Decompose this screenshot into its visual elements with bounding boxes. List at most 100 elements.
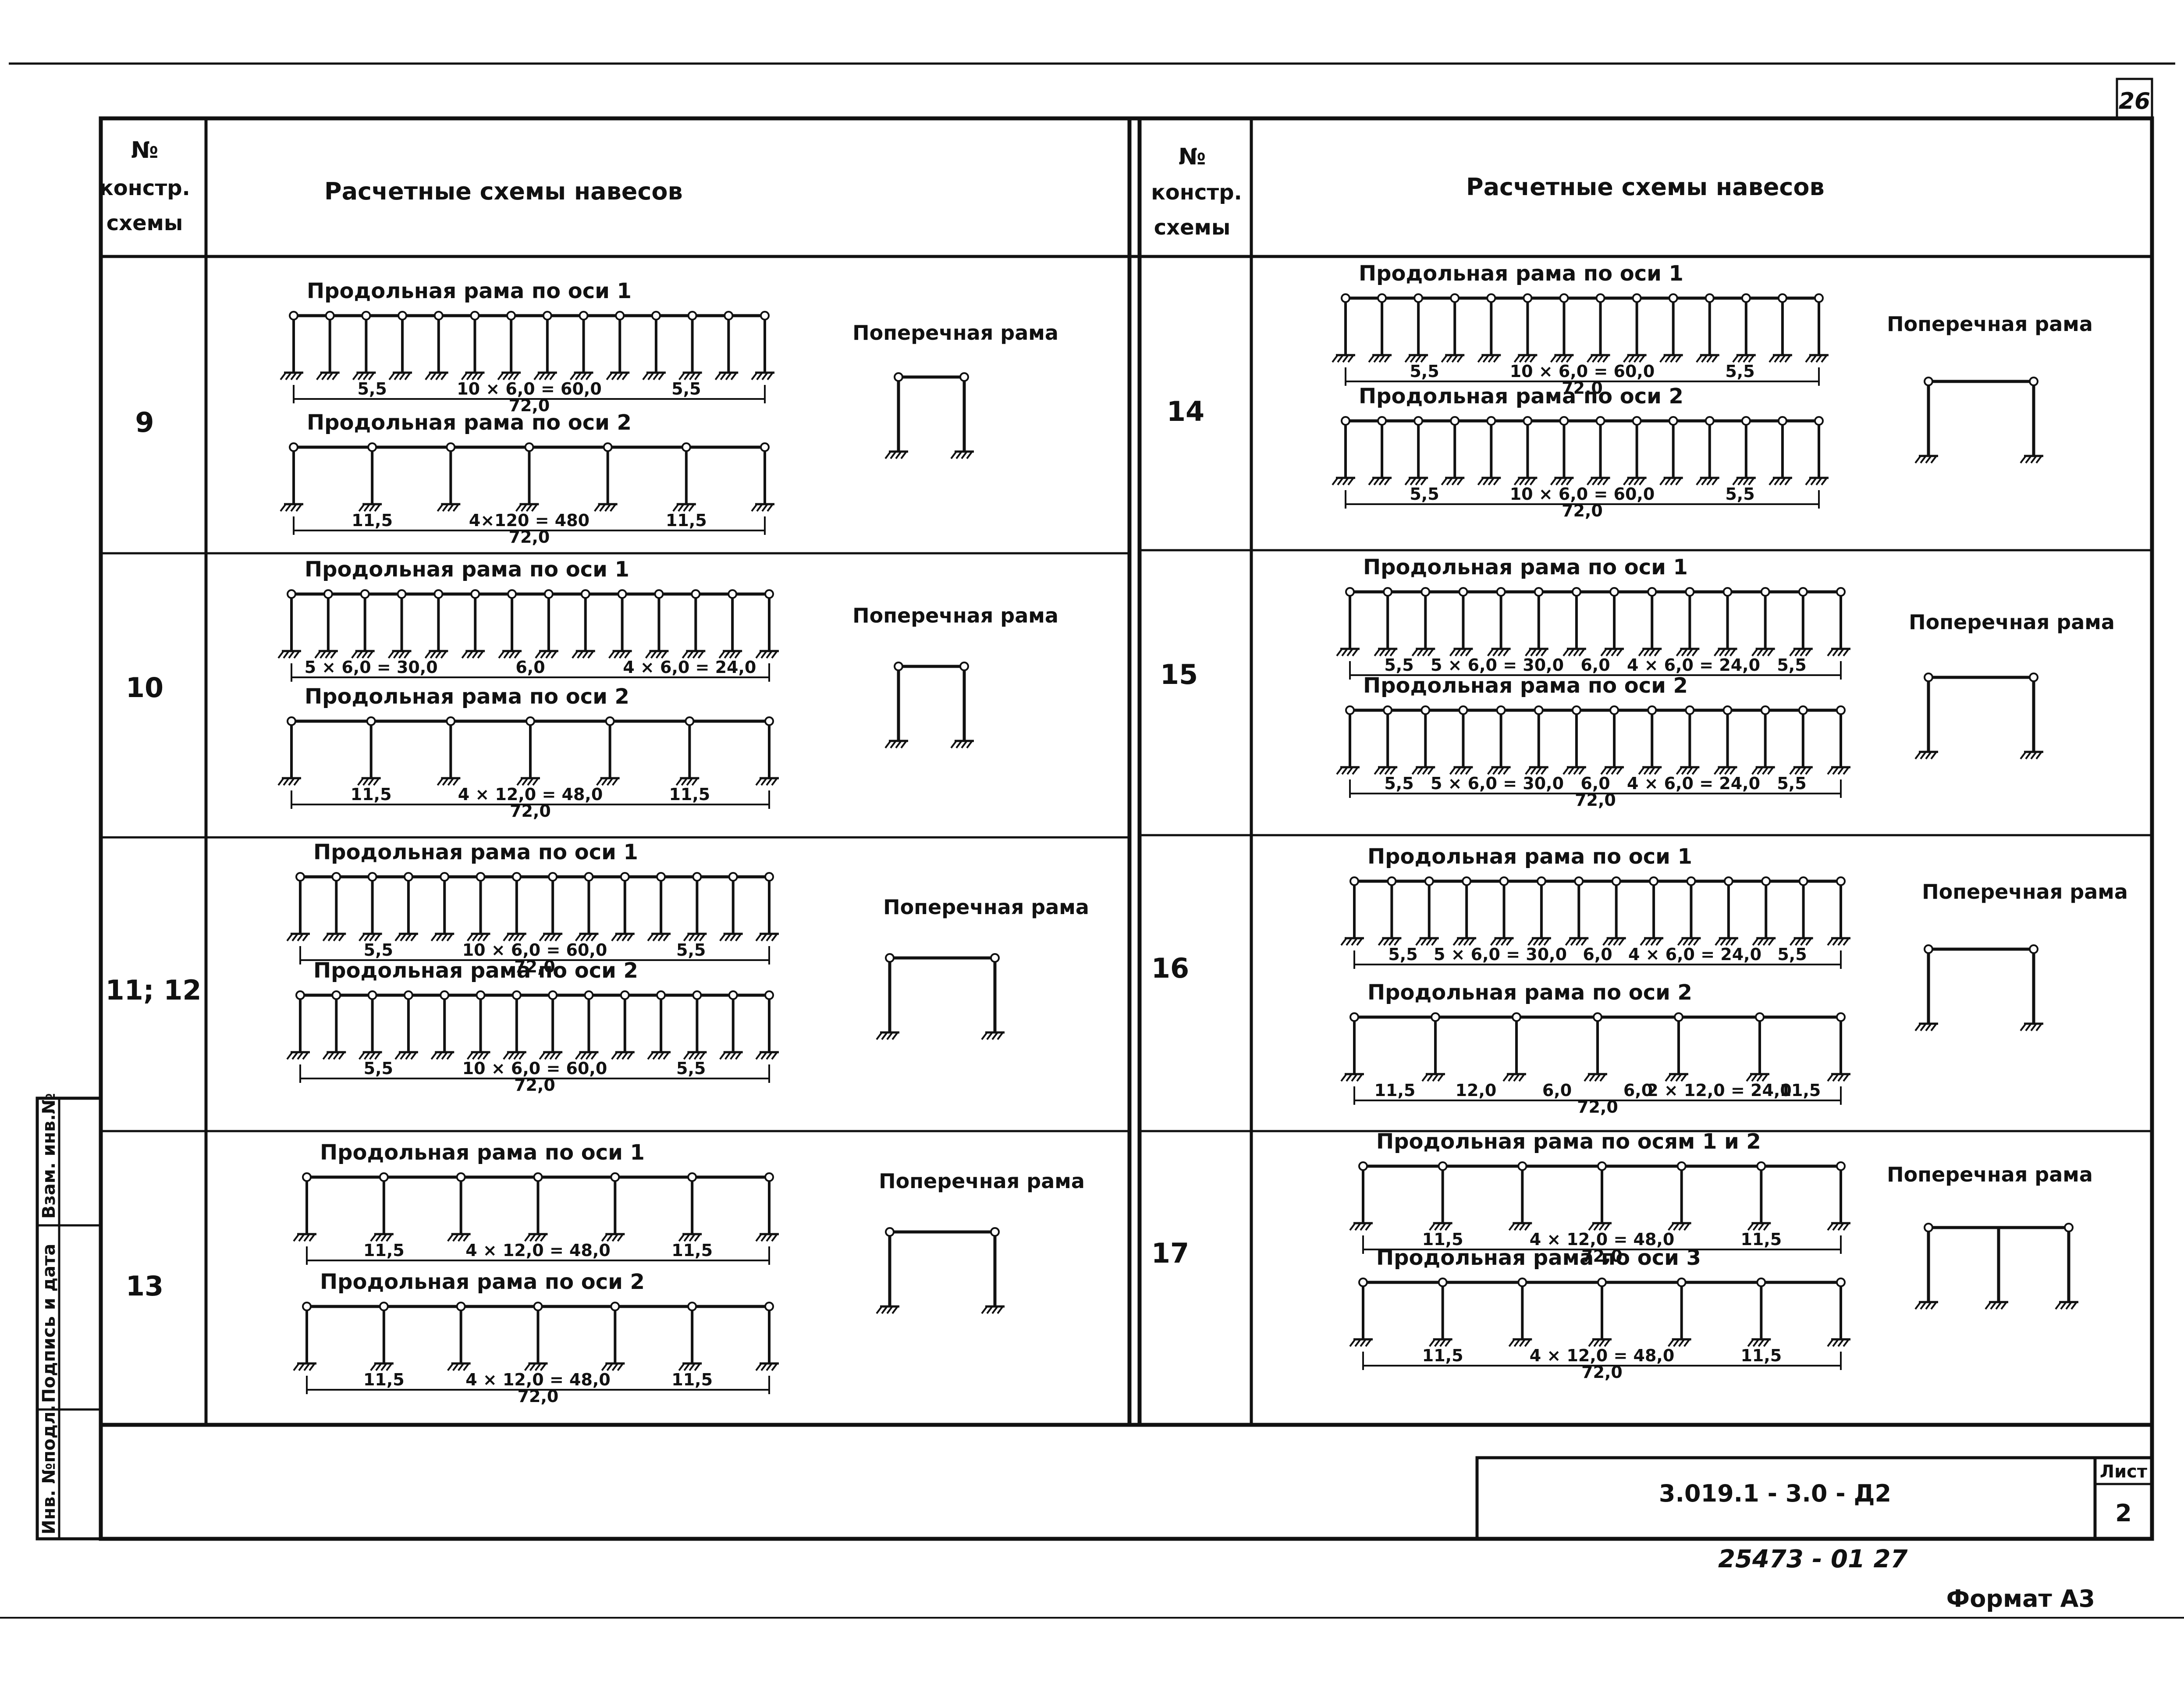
frame-title: Продольная рама по оси 1 bbox=[320, 1140, 645, 1165]
total-length-label: 72,0 bbox=[1581, 1246, 1623, 1266]
header-right-konstr: констр. bbox=[1151, 180, 1242, 205]
dimension-label: 6,0 bbox=[515, 658, 545, 677]
scheme-number: 14 bbox=[1167, 395, 1204, 427]
cross-frame-label: Поперечная рама bbox=[1909, 610, 2115, 634]
longitudinal-frame: Продольная рама по оси 1 5,5 10 × 6,0 = 60… bbox=[280, 279, 774, 415]
stamp-podpis-data: Подпись и дата bbox=[39, 1244, 59, 1403]
table-frame bbox=[99, 78, 2154, 1541]
side-stamp bbox=[36, 1096, 103, 1541]
dimension-label: 5 × 6,0 = 30,0 bbox=[305, 658, 438, 677]
scheme-number: 11; 12 bbox=[106, 974, 202, 1006]
format-label: Формат А3 bbox=[1946, 1585, 2095, 1612]
dimension-label: 6,0 bbox=[1580, 655, 1610, 675]
total-length-label: 72,0 bbox=[518, 1387, 559, 1406]
total-length-label: 72,0 bbox=[1575, 790, 1616, 810]
dimension-label: 6,0 bbox=[1542, 1081, 1572, 1100]
dimension-label: 5,5 bbox=[364, 940, 393, 960]
dimension-label: 11,5 bbox=[351, 785, 392, 804]
dimension-label: 5,5 bbox=[671, 379, 701, 399]
dimension-label: 11,5 bbox=[671, 1370, 713, 1389]
dimension-label: 5,5 bbox=[364, 1059, 393, 1078]
frame-title: Продольная рама по оси 1 bbox=[1367, 844, 1692, 869]
dimension-label: 12,0 bbox=[1456, 1081, 1497, 1100]
header-right: № констр. схемы Расчетные схемы навесов bbox=[1151, 144, 1824, 240]
dimension-label: 4 × 12,0 = 48,0 bbox=[458, 785, 603, 804]
frame-title: Продольная рама по оси 1 bbox=[313, 840, 638, 865]
longitudinal-frame: Продольная рама по оси 1 11,5 4 × 12,0 = 4… bbox=[293, 1140, 779, 1265]
dimension-label: 11,5 bbox=[1422, 1230, 1463, 1249]
cross-frame-label: Поперечная рама bbox=[1887, 312, 2093, 336]
frame-title: Продольная рама по оси 1 bbox=[1363, 555, 1688, 580]
dimension-label: 4 × 6,0 = 24,0 bbox=[1627, 655, 1760, 675]
dimension-label: 4 × 6,0 = 24,0 bbox=[1628, 945, 1761, 964]
dimension-label: 6,0 bbox=[1580, 774, 1610, 793]
header-right-title: Расчетные схемы навесов bbox=[1466, 173, 1825, 201]
page-number: 26 bbox=[2119, 88, 2150, 114]
dimension-label: 11,5 bbox=[1780, 1081, 1821, 1100]
dimension-label: 11,5 bbox=[671, 1241, 713, 1260]
frame-title: Продольная рама по оси 1 bbox=[307, 279, 632, 303]
frame-title: Продольная рама по оси 2 bbox=[305, 684, 629, 709]
cross-frame-label: Поперечная рама bbox=[1922, 880, 2128, 904]
dimension-label: 5,5 bbox=[1725, 484, 1754, 504]
total-length-label: 72,0 bbox=[1581, 1363, 1623, 1382]
total-length-label: 72,0 bbox=[1562, 378, 1603, 398]
header-right-skhemy: схемы bbox=[1154, 215, 1231, 240]
scheme-number: 10 bbox=[126, 672, 163, 704]
stamp-inv-podl: Инв. №подл. bbox=[39, 1405, 59, 1534]
total-length-label: 72,0 bbox=[514, 957, 555, 976]
frame-title: Продольная рама по оси 2 bbox=[320, 1270, 645, 1294]
frame-title: Продольная рама по оси 2 bbox=[307, 410, 632, 435]
dimension-label: 5,5 bbox=[1777, 655, 1806, 675]
dimension-label: 5,5 bbox=[676, 1059, 706, 1078]
frame-title: Продольная рама по оси 2 bbox=[1359, 384, 1683, 409]
dimension-label: 10 × 6,0 = 60,0 bbox=[457, 379, 602, 399]
dimension-label: 6,0 bbox=[1583, 945, 1612, 964]
dimension-label: 11,5 bbox=[669, 785, 710, 804]
dimension-label: 4 × 12,0 = 48,0 bbox=[465, 1241, 611, 1260]
dimension-label: 11,5 bbox=[666, 511, 707, 530]
dimension-label: 4 × 6,0 = 24,0 bbox=[623, 658, 756, 677]
dimension-label: 5 × 6,0 = 30,0 bbox=[1431, 655, 1564, 675]
dimension-label: 5 × 6,0 = 30,0 bbox=[1431, 774, 1564, 793]
dimension-label: 5,5 bbox=[1384, 774, 1413, 793]
list-number: 2 bbox=[2115, 1499, 2132, 1527]
dimension-label: 4 × 12,0 = 48,0 bbox=[465, 1370, 611, 1389]
dimension-label: 6,0 bbox=[1623, 1081, 1653, 1100]
total-length-label: 72,0 bbox=[509, 396, 550, 415]
scheme-number: 9 bbox=[135, 406, 154, 438]
frame-title: Продольная рама по оси 1 bbox=[1359, 261, 1683, 286]
longitudinal-frame: Продольная рама по оси 2 5,5 5 × 6,0 = 30,… bbox=[1336, 673, 1850, 810]
header-left: № констр. схемы Расчетные схемы навесов bbox=[99, 137, 682, 235]
cross-frame-label: Поперечная рама bbox=[1887, 1163, 2093, 1186]
dimension-label: 4×120 = 480 bbox=[469, 511, 590, 530]
dimension-label: 5,5 bbox=[1777, 774, 1806, 793]
dimension-label: 11,5 bbox=[1740, 1346, 1782, 1365]
dimension-label: 11,5 bbox=[363, 1241, 405, 1260]
frame-title: Продольная рама по оси 2 bbox=[1363, 673, 1688, 698]
header-left-skhemy: схемы bbox=[107, 211, 183, 235]
total-length-label: 72,0 bbox=[514, 1075, 555, 1095]
total-length-label: 72,0 bbox=[509, 527, 550, 547]
frame-title: Продольная рама по оси 3 bbox=[1376, 1246, 1701, 1270]
dimension-label: 11,5 bbox=[363, 1370, 405, 1389]
longitudinal-frame: Продольная рама по оси 2 11,5 4 × 12,0 = 4… bbox=[293, 1270, 779, 1406]
dimension-label: 10 × 6,0 = 60,0 bbox=[1510, 362, 1655, 381]
dimension-label: 5,5 bbox=[1384, 655, 1413, 675]
dimension-label: 5,5 bbox=[676, 940, 706, 960]
